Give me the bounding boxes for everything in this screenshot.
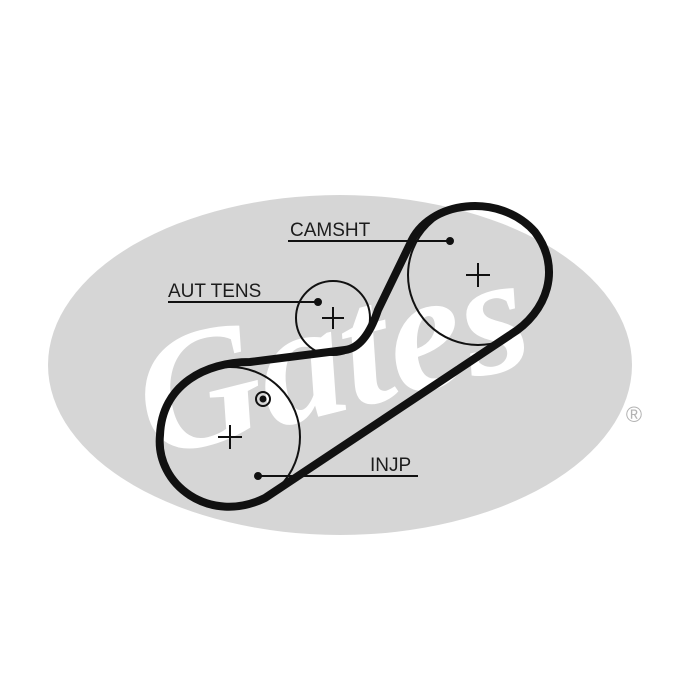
center-marks [218, 263, 490, 449]
injection-pump-leader [254, 472, 418, 480]
camshaft-leader [288, 237, 454, 245]
leader-lines [168, 237, 454, 480]
logo-oval [48, 195, 632, 535]
tensioner-center-cross [322, 307, 344, 329]
timing-belt [155, 202, 553, 511]
injection-pump-label: INJP [370, 455, 411, 476]
registered-mark: ® [626, 402, 642, 427]
camshaft-label: CAMSHT [290, 220, 371, 241]
tensioner-leader [168, 298, 322, 306]
tensioner-label: AUT TENS [168, 281, 261, 302]
gates-logo: Gates ® [48, 195, 642, 535]
camshaft-center-cross [466, 263, 490, 287]
injection-pump-center-cross [218, 425, 242, 449]
timing-mark-icon [255, 391, 271, 407]
